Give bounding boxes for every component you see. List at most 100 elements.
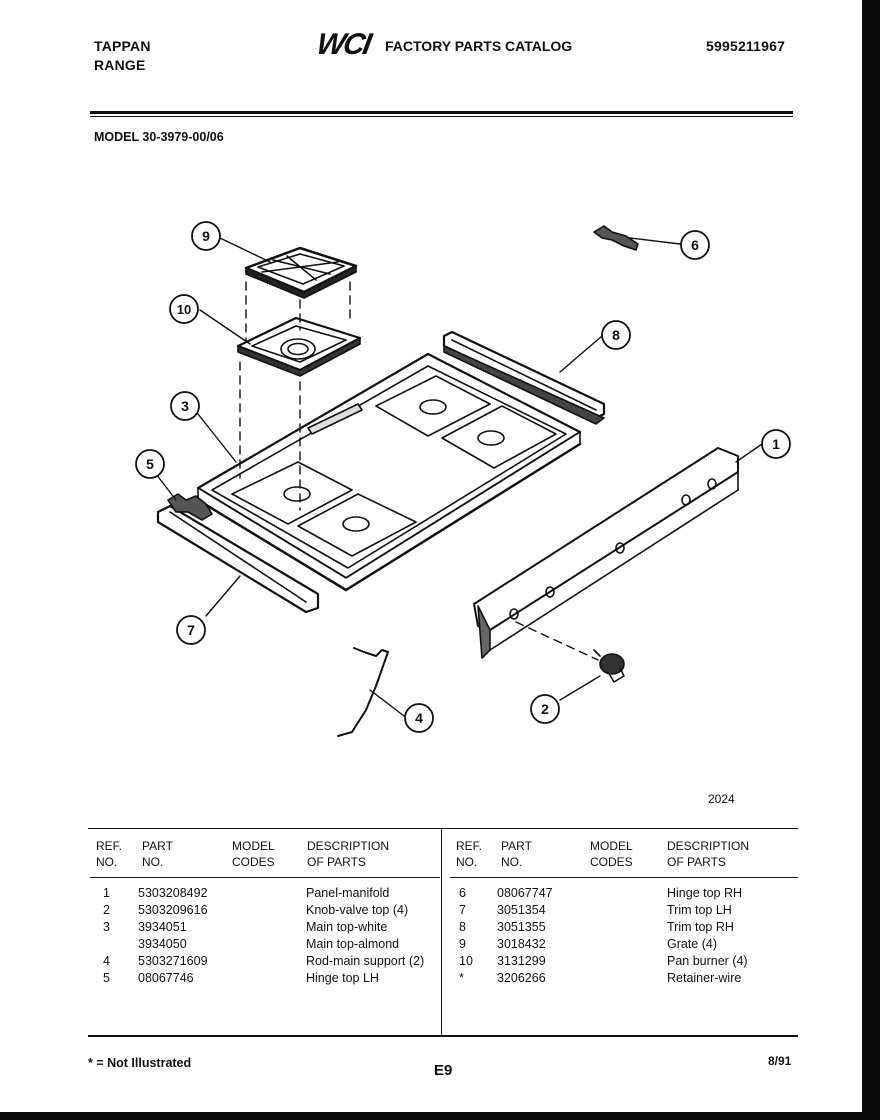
table-cell-description: Trim top LH bbox=[667, 903, 732, 917]
table-cell-ref: 8 bbox=[459, 920, 466, 934]
table-cell-description: Pan burner (4) bbox=[667, 954, 748, 968]
callout-label-9: 9 bbox=[202, 228, 210, 244]
table-top-rule bbox=[88, 828, 798, 829]
callout-1 bbox=[761, 429, 791, 459]
table-cell-part: 5303208492 bbox=[138, 886, 208, 900]
table-cell-ref: 6 bbox=[459, 886, 466, 900]
callout-label-1: 1 bbox=[772, 436, 780, 452]
table-cell-ref: 1 bbox=[103, 886, 110, 900]
table-cell-part: 08067746 bbox=[138, 971, 194, 985]
callout-label-8: 8 bbox=[612, 327, 620, 343]
model-number: MODEL 30-3979-00/06 bbox=[94, 130, 224, 144]
table-cell-part: 08067747 bbox=[497, 886, 553, 900]
callout-labels: 9 10 3 5 6 8 1 7 2 4 bbox=[146, 228, 780, 726]
table-header-rule-right bbox=[450, 877, 798, 878]
part-main-top bbox=[196, 352, 582, 592]
left-description-column: Panel-manifold Knob-valve top (4) Main t… bbox=[306, 885, 424, 987]
right-description-column: Hinge top RH Trim top LH Trim top RH Gra… bbox=[667, 885, 748, 987]
table-cell-ref: 10 bbox=[459, 954, 473, 968]
table-cell-part: 3018432 bbox=[497, 937, 546, 951]
header-ref-no-right: REF.NO. bbox=[456, 839, 483, 869]
page-edge-right bbox=[862, 0, 880, 1120]
illustration-code: 2024 bbox=[708, 792, 735, 806]
part-knob-valve-top bbox=[593, 649, 625, 683]
page-edge-bottom bbox=[0, 1112, 880, 1120]
table-cell-part: 3206266 bbox=[497, 971, 546, 985]
header-rule bbox=[90, 111, 793, 114]
table-cell-part: 3051355 bbox=[497, 920, 546, 934]
table-cell-part: 3051354 bbox=[497, 903, 546, 917]
table-cell-part: 3934050 bbox=[138, 937, 187, 951]
exploded-parts-diagram: 9 10 3 5 6 8 1 7 2 4 bbox=[135, 221, 791, 737]
table-cell-ref: 2 bbox=[103, 903, 110, 917]
part-panel-manifold bbox=[473, 447, 739, 659]
wci-logo-text: WCI bbox=[318, 28, 375, 58]
callout-7 bbox=[176, 615, 206, 645]
table-cell-part: 5303271609 bbox=[138, 954, 208, 968]
left-ref-column: 1 2 3 4 5 bbox=[103, 885, 110, 987]
callout-circles bbox=[135, 221, 791, 733]
table-cell-part: 5303209616 bbox=[138, 903, 208, 917]
callout-10 bbox=[169, 294, 199, 324]
callout-label-7: 7 bbox=[187, 622, 195, 638]
table-header-rule-left bbox=[90, 877, 440, 878]
part-trim-top-lh bbox=[156, 504, 320, 614]
callout-8 bbox=[601, 320, 631, 350]
callout-6 bbox=[680, 230, 710, 260]
part-hinge-top-rh bbox=[593, 225, 639, 251]
catalog-page bbox=[0, 0, 862, 1120]
callout-leaders bbox=[155, 237, 763, 717]
table-cell-description: Hinge top LH bbox=[306, 971, 379, 985]
callout-9 bbox=[191, 221, 221, 251]
table-cell-description: Rod-main support (2) bbox=[306, 954, 425, 968]
knob-guide-line bbox=[515, 621, 599, 661]
table-cell-description: Hinge top RH bbox=[667, 886, 743, 900]
header-rule-thin bbox=[90, 116, 793, 117]
left-part-column: 5303208492 5303209616 3934051 3934050 53… bbox=[138, 885, 208, 987]
table-cell-description: Grate (4) bbox=[667, 937, 718, 951]
table-bottom-rule bbox=[88, 1035, 798, 1037]
table-cell-ref: 4 bbox=[103, 954, 110, 968]
callout-3 bbox=[170, 391, 200, 421]
table-cell-description: Main top-almond bbox=[306, 937, 400, 951]
brand-name: TAPPAN bbox=[94, 38, 151, 54]
part-rod-main-support bbox=[337, 647, 389, 737]
table-cell-ref: 5 bbox=[103, 971, 110, 985]
callout-label-6: 6 bbox=[691, 237, 699, 253]
callout-5 bbox=[135, 449, 165, 479]
table-cell-description: Trim top RH bbox=[667, 920, 734, 934]
table-divider bbox=[441, 828, 442, 1036]
callout-label-3: 3 bbox=[181, 398, 189, 414]
catalog-number: 5995211967 bbox=[706, 38, 786, 54]
callout-4 bbox=[404, 703, 434, 733]
wci-logo: WCI bbox=[318, 28, 375, 58]
catalog-date: 8/91 bbox=[768, 1054, 792, 1068]
header-ref-no-left: REF.NO. bbox=[96, 839, 123, 869]
callout-label-10: 10 bbox=[177, 302, 191, 317]
not-illustrated-footnote: * = Not Illustrated bbox=[88, 1056, 192, 1070]
callout-label-2: 2 bbox=[541, 701, 549, 717]
table-cell-ref bbox=[103, 936, 110, 953]
right-ref-column: 6 7 8 9 10 * bbox=[459, 885, 473, 987]
table-cell-part: 3131299 bbox=[497, 954, 546, 968]
table-cell-ref: 9 bbox=[459, 937, 466, 951]
guide-lines-grate bbox=[245, 281, 351, 341]
table-cell-part: 3934051 bbox=[138, 920, 187, 934]
part-burner-pan bbox=[236, 316, 362, 377]
table-cell-description: Main top-white bbox=[306, 920, 388, 934]
callout-2 bbox=[530, 694, 560, 724]
part-trim-top-rh bbox=[442, 330, 606, 425]
product-type: RANGE bbox=[94, 57, 146, 73]
table-cell-ref: * bbox=[459, 971, 464, 985]
table-cell-ref: 7 bbox=[459, 903, 466, 917]
table-cell-description: Retainer-wire bbox=[667, 971, 742, 985]
page-number: E9 bbox=[434, 1062, 453, 1079]
callout-label-5: 5 bbox=[146, 456, 154, 472]
table-cell-description: Panel-manifold bbox=[306, 886, 390, 900]
